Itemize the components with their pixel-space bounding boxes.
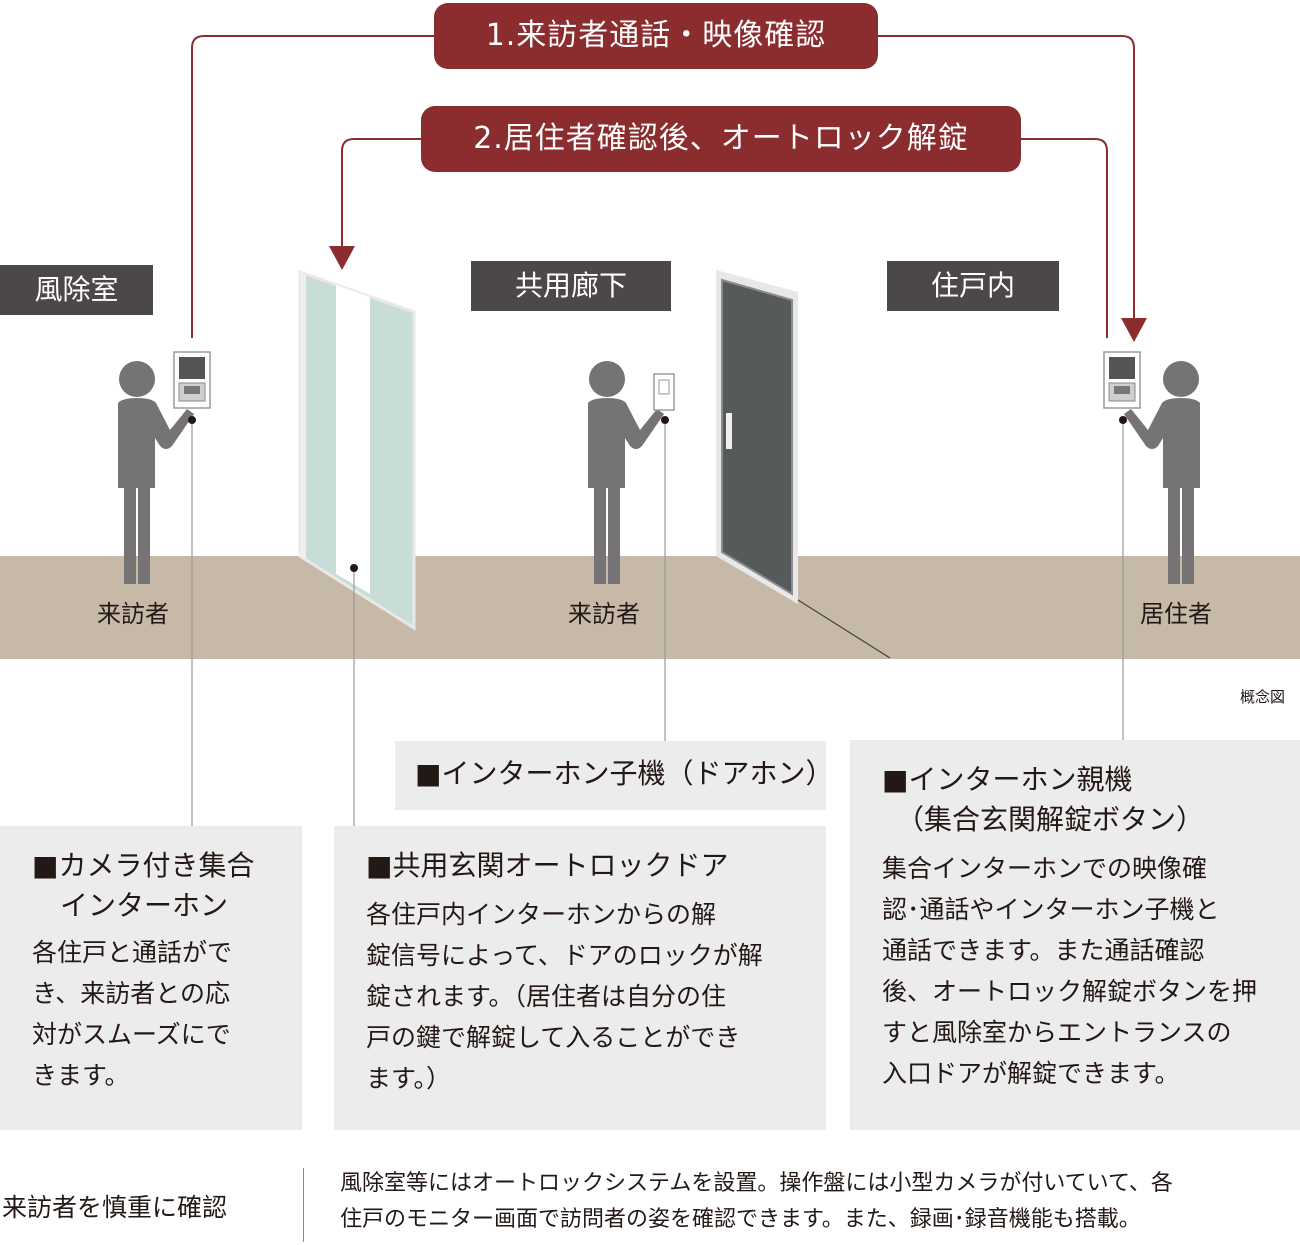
room-label-dwelling: 住戸内 — [887, 261, 1059, 311]
door-phone-graphic — [653, 373, 675, 411]
callout-camera-intercom-title: ■カメラ付き集合 インターホン — [32, 849, 255, 922]
footer-text: 風除室等にはオートロックシステムを設置。操作盤には小型カメラが付いていて、各 住… — [340, 1171, 1173, 1232]
callout-autolock-door-body: 各住戸内インターホンからの解 錠信号によって、ドアのロックが解 錠されます。（居… — [366, 900, 763, 1093]
visitor-middle-label: 来訪者 — [568, 600, 640, 628]
resident-figure — [1124, 361, 1200, 584]
room-label-corridor: 共用廊下 — [471, 261, 671, 311]
step2-label: 2.居住者確認後、オートロック解錠 — [421, 106, 1021, 172]
callout-door-phone-title: ■インターホン子機（ドアホン） — [415, 757, 834, 790]
callout-master-unit-title: ■インターホン親機 （集合玄関解錠ボタン） — [882, 763, 1205, 836]
floor — [0, 556, 1300, 659]
resident-label: 居住者 — [1140, 600, 1212, 628]
arrow-step2-head — [329, 246, 355, 270]
camera-intercom-graphic — [173, 351, 211, 409]
callout-camera-intercom: ■カメラ付き集合 インターホン 各住戸と通話がで き、来訪者との応 対がスムーズ… — [0, 826, 302, 1130]
callout-master-unit-body: 集合インターホンでの映像確 認･通話やインターホン子機と 通話できます。また通話… — [882, 854, 1258, 1088]
visitor-left-label: 来訪者 — [97, 600, 169, 628]
dwelling-door-graphic — [716, 270, 891, 659]
autolock-door-graphic — [298, 269, 416, 631]
room-label-windbreak: 風除室 — [0, 265, 153, 315]
visitor-middle-figure — [588, 361, 664, 584]
arrow-step1-head — [1121, 318, 1147, 342]
callout-master-unit: ■インターホン親機 （集合玄関解錠ボタン） 集合インターホンでの映像確 認･通話… — [850, 740, 1300, 1130]
footer-title: 来訪者を慎重に確認 — [2, 1193, 228, 1222]
callout-door-phone: ■インターホン子機（ドアホン） — [395, 741, 833, 810]
visitor-left-figure — [118, 361, 194, 584]
leader-lines — [191, 420, 1124, 826]
callout-camera-intercom-body: 各住戸と通話がで き、来訪者との応 対がスムーズにで きます。 — [32, 938, 233, 1090]
callout-autolock-door-title: ■共用玄関オートロックドア — [366, 849, 729, 882]
master-unit-graphic — [1103, 351, 1141, 409]
callout-autolock-door: ■共用玄関オートロックドア 各住戸内インターホンからの解 錠信号によって、ドアの… — [334, 826, 826, 1130]
leader-dots — [188, 416, 1127, 572]
step1-label: 1.来訪者通話・映像確認 — [434, 3, 878, 69]
concept-label: 概念図 — [1240, 688, 1286, 706]
footer-divider — [303, 1168, 304, 1242]
